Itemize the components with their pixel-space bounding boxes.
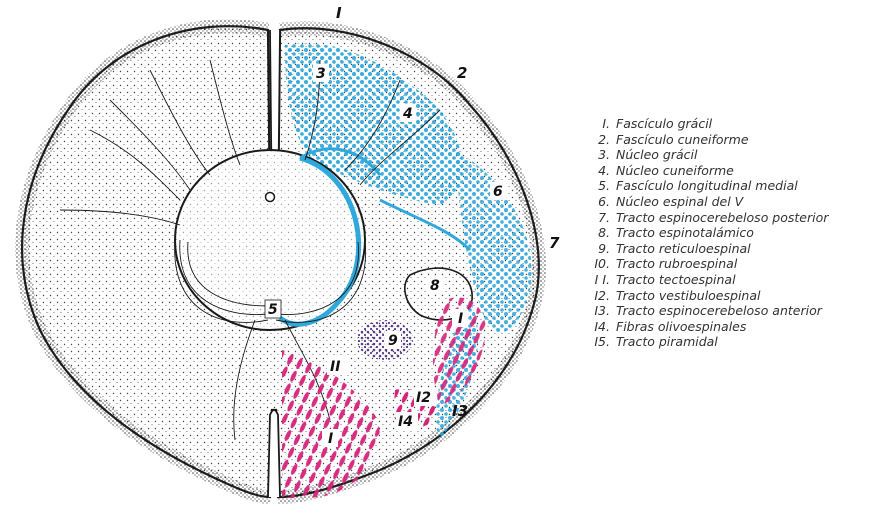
label-11: II	[330, 359, 340, 375]
legend-item: 9.Tracto reticuloespinal	[560, 241, 876, 257]
label-3: 3	[316, 66, 326, 82]
legend-text: Núcleo grácil	[616, 147, 697, 163]
legend-item: I2.Tracto vestibuloespinal	[560, 288, 876, 304]
legend-item: I.Fascículo grácil	[560, 116, 876, 132]
spinal-medulla-cross-section: I 2 3 4 5 6 7 8 9 I II I2 I3 I4 I	[0, 0, 560, 508]
legend-text: Núcleo espinal del V	[616, 194, 743, 210]
legend-number: 3.	[560, 147, 616, 163]
legend-text: Tracto espinocerebeloso anterior	[616, 303, 822, 319]
legend-text: Fascículo grácil	[616, 116, 712, 132]
legend-text: Fibras olivoespinales	[616, 319, 746, 335]
legend-text: Tracto piramidal	[616, 334, 718, 350]
legend-number: 6.	[560, 194, 616, 210]
legend-number: I5.	[560, 334, 616, 350]
legend-item: I4.Fibras olivoespinales	[560, 319, 876, 335]
legend-number: 4.	[560, 163, 616, 179]
label-4: 4	[402, 106, 413, 122]
legend-item: I0.Tracto rubroespinal	[560, 256, 876, 272]
legend-number: I3.	[560, 303, 616, 319]
label-2: 2	[457, 64, 467, 82]
legend-text: Tracto reticuloespinal	[616, 241, 751, 257]
legend-number: 8.	[560, 225, 616, 241]
legend-item: 2.Fascículo cuneiforme	[560, 132, 876, 148]
legend-item: I3.Tracto espinocerebeloso anterior	[560, 303, 876, 319]
label-10: I	[458, 311, 463, 327]
legend-text: Núcleo cuneiforme	[616, 163, 734, 179]
legend-number: 7.	[560, 210, 616, 226]
label-5: 5	[268, 302, 278, 318]
legend-text: Tracto vestibuloespinal	[616, 288, 760, 304]
label-6: 6	[493, 184, 503, 200]
legend-item: 4.Núcleo cuneiforme	[560, 163, 876, 179]
legend-item: 8.Tracto espinotalámico	[560, 225, 876, 241]
legend-number: I I.	[560, 272, 616, 288]
legend-item: 5.Fascículo longitudinal medial	[560, 178, 876, 194]
label-1-top: I	[336, 4, 342, 22]
legend-text: Tracto tectoespinal	[616, 272, 736, 288]
label-9: 9	[388, 333, 398, 349]
legend-item: I5.Tracto piramidal	[560, 334, 876, 350]
legend-text: Tracto espinotalámico	[616, 225, 754, 241]
legend-text: Fascículo longitudinal medial	[616, 178, 798, 194]
legend-number: 5.	[560, 178, 616, 194]
label-7: 7	[549, 234, 560, 252]
legend-number: 9.	[560, 241, 616, 257]
label-8: 8	[430, 278, 440, 294]
legend-text: Tracto espinocerebeloso posterior	[616, 210, 828, 226]
legend-number: I.	[560, 116, 616, 132]
label-13: I3	[452, 402, 468, 420]
legend-item: 6.Núcleo espinal del V	[560, 194, 876, 210]
label-14: I4	[398, 414, 413, 430]
label-15: I	[328, 431, 333, 447]
legend-number: I4.	[560, 319, 616, 335]
label-12: I2	[416, 390, 431, 406]
legend-number: I0.	[560, 256, 616, 272]
legend-item: 3.Núcleo grácil	[560, 147, 876, 163]
legend-text: Tracto rubroespinal	[616, 256, 737, 272]
legend-item: 7.Tracto espinocerebeloso posterior	[560, 210, 876, 226]
legend-number: I2.	[560, 288, 616, 304]
legend-item: I I.Tracto tectoespinal	[560, 272, 876, 288]
legend-text: Fascículo cuneiforme	[616, 132, 749, 148]
legend-number: 2.	[560, 132, 616, 148]
